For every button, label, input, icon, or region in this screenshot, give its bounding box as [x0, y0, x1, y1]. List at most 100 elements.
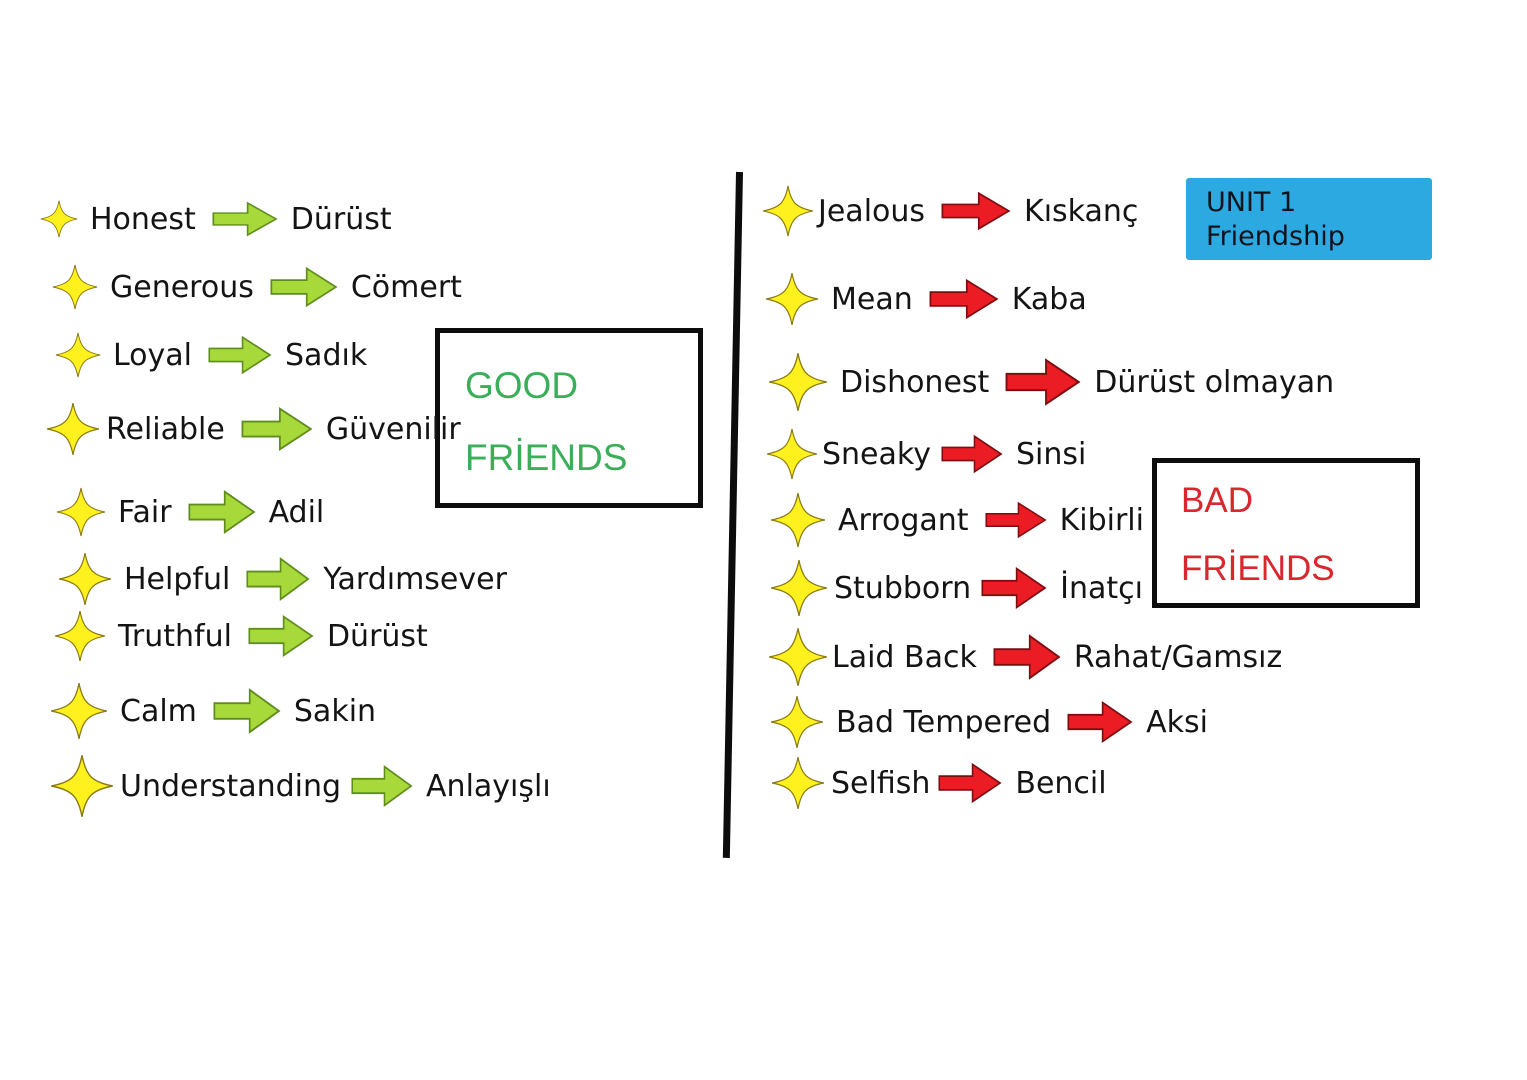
- turkish-translation: Dürüst: [290, 201, 392, 237]
- star-icon: [46, 402, 100, 456]
- unit-title-box: UNIT 1 Friendship: [1186, 178, 1432, 260]
- turkish-translation: Aksi: [1146, 704, 1209, 740]
- vocab-row-bad-tempered: Bad Tempered Aksi: [770, 695, 1208, 749]
- arrow-right-icon: [246, 555, 310, 603]
- english-word: Generous: [110, 269, 254, 305]
- star-icon: [768, 352, 828, 412]
- english-word: Sneaky: [822, 436, 931, 472]
- english-word: Honest: [90, 201, 196, 237]
- star-icon: [765, 272, 819, 326]
- english-word: Loyal: [113, 337, 193, 373]
- turkish-translation: Bencil: [1015, 765, 1107, 801]
- arrow-right-icon: [270, 265, 338, 309]
- vocab-row-loyal: Loyal Sadık: [55, 332, 367, 378]
- vocab-row-reliable: Reliable Güvenilir: [46, 402, 461, 456]
- arrow-right-icon: [351, 763, 413, 809]
- good-friends-label-line2: FRİENDS: [465, 437, 628, 478]
- turkish-translation: İnatçı: [1060, 570, 1143, 606]
- star-icon: [771, 756, 825, 810]
- turkish-translation: Cömert: [350, 269, 462, 305]
- arrow-right-icon: [188, 488, 256, 536]
- vocab-row-mean: Mean Kaba: [765, 272, 1087, 326]
- arrow-right-icon: [929, 277, 999, 321]
- bad-friends-label-line2: FRİENDS: [1181, 549, 1335, 588]
- arrow-right-icon: [941, 190, 1011, 232]
- turkish-translation: Adil: [268, 494, 325, 530]
- unit-title-line2: Friendship: [1206, 220, 1345, 252]
- arrow-right-icon: [941, 433, 1003, 475]
- arrow-right-icon: [993, 632, 1061, 682]
- arrow-right-icon: [213, 686, 281, 736]
- vocab-row-laid-back: Laid Back Rahat/Gamsız: [768, 627, 1282, 687]
- star-icon: [768, 627, 828, 687]
- arrow-right-icon: [938, 761, 1002, 805]
- star-icon: [56, 487, 106, 537]
- bad-friends-box: BAD FRİENDS: [1152, 458, 1420, 608]
- arrow-right-icon: [1067, 699, 1133, 745]
- star-icon: [52, 264, 98, 310]
- turkish-translation: Kaba: [1011, 281, 1087, 317]
- turkish-translation: Sakin: [293, 693, 377, 729]
- english-word: Mean: [831, 281, 913, 317]
- turkish-translation: Sinsi: [1015, 436, 1087, 472]
- english-word: Bad Tempered: [836, 704, 1052, 740]
- star-icon: [55, 332, 101, 378]
- vocab-row-selfish: Selfish Bencil: [771, 756, 1107, 810]
- arrow-right-icon: [981, 565, 1047, 611]
- english-word: Laid Back: [832, 639, 977, 675]
- bad-friends-label-line1: BAD: [1181, 481, 1253, 520]
- vocab-row-stubborn: Stubborn İnatçı: [770, 559, 1143, 617]
- star-icon: [770, 492, 826, 548]
- turkish-translation: Rahat/Gamsız: [1073, 639, 1283, 675]
- star-icon: [770, 559, 828, 617]
- unit-title-line1: UNIT 1: [1206, 187, 1297, 218]
- vocab-row-understanding: Understanding Anlayışlı: [50, 754, 551, 818]
- vocab-row-fair: Fair Adil: [56, 487, 324, 537]
- english-word: Dishonest: [840, 364, 990, 400]
- star-icon: [762, 185, 814, 237]
- star-icon: [58, 552, 112, 606]
- good-friends-label-line1: GOOD: [465, 365, 579, 406]
- vocab-row-generous: Generous Cömert: [52, 264, 462, 310]
- english-word: Truthful: [118, 618, 232, 654]
- turkish-translation: Kibirli: [1059, 502, 1144, 538]
- vocab-row-arrogant: Arrogant Kibirli: [770, 492, 1144, 548]
- turkish-translation: Dürüst: [326, 618, 428, 654]
- arrow-right-icon: [1005, 356, 1081, 408]
- star-icon: [50, 682, 108, 740]
- star-icon: [40, 200, 78, 238]
- turkish-translation: Yardımsever: [323, 561, 507, 597]
- arrow-right-icon: [985, 500, 1047, 540]
- star-icon: [766, 428, 818, 480]
- vocab-row-jealous: Jealous Kıskanç: [762, 185, 1138, 237]
- vocab-row-truthful: Truthful Dürüst: [54, 610, 428, 662]
- arrow-right-icon: [241, 405, 313, 453]
- star-icon: [54, 610, 106, 662]
- english-word: Selfish: [831, 765, 931, 801]
- english-word: Calm: [120, 693, 197, 729]
- english-word: Reliable: [106, 411, 225, 447]
- vocab-row-calm: Calm Sakin: [50, 682, 376, 740]
- divider-line: [722, 171, 743, 858]
- turkish-translation: Güvenilir: [325, 411, 461, 447]
- star-icon: [50, 754, 114, 818]
- turkish-translation: Anlayışlı: [426, 768, 551, 804]
- english-word: Helpful: [124, 561, 231, 597]
- star-icon: [770, 695, 824, 749]
- vocab-row-helpful: Helpful Yardımsever: [58, 552, 507, 606]
- vocab-row-honest: Honest Dürüst: [40, 200, 392, 238]
- vocab-row-dishonest: Dishonest Dürüst olmayan: [768, 352, 1334, 412]
- good-friends-box: GOOD FRİENDS: [435, 328, 703, 508]
- english-word: Arrogant: [838, 502, 969, 538]
- english-word: Jealous: [818, 193, 926, 229]
- english-word: Stubborn: [834, 570, 972, 606]
- arrow-right-icon: [208, 334, 272, 376]
- arrow-right-icon: [248, 613, 314, 659]
- english-word: Understanding: [120, 768, 342, 804]
- turkish-translation: Dürüst olmayan: [1094, 364, 1335, 400]
- turkish-translation: Sadık: [285, 337, 368, 373]
- turkish-translation: Kıskanç: [1024, 193, 1139, 229]
- vocab-row-sneaky: Sneaky Sinsi: [766, 428, 1086, 480]
- arrow-right-icon: [212, 200, 278, 238]
